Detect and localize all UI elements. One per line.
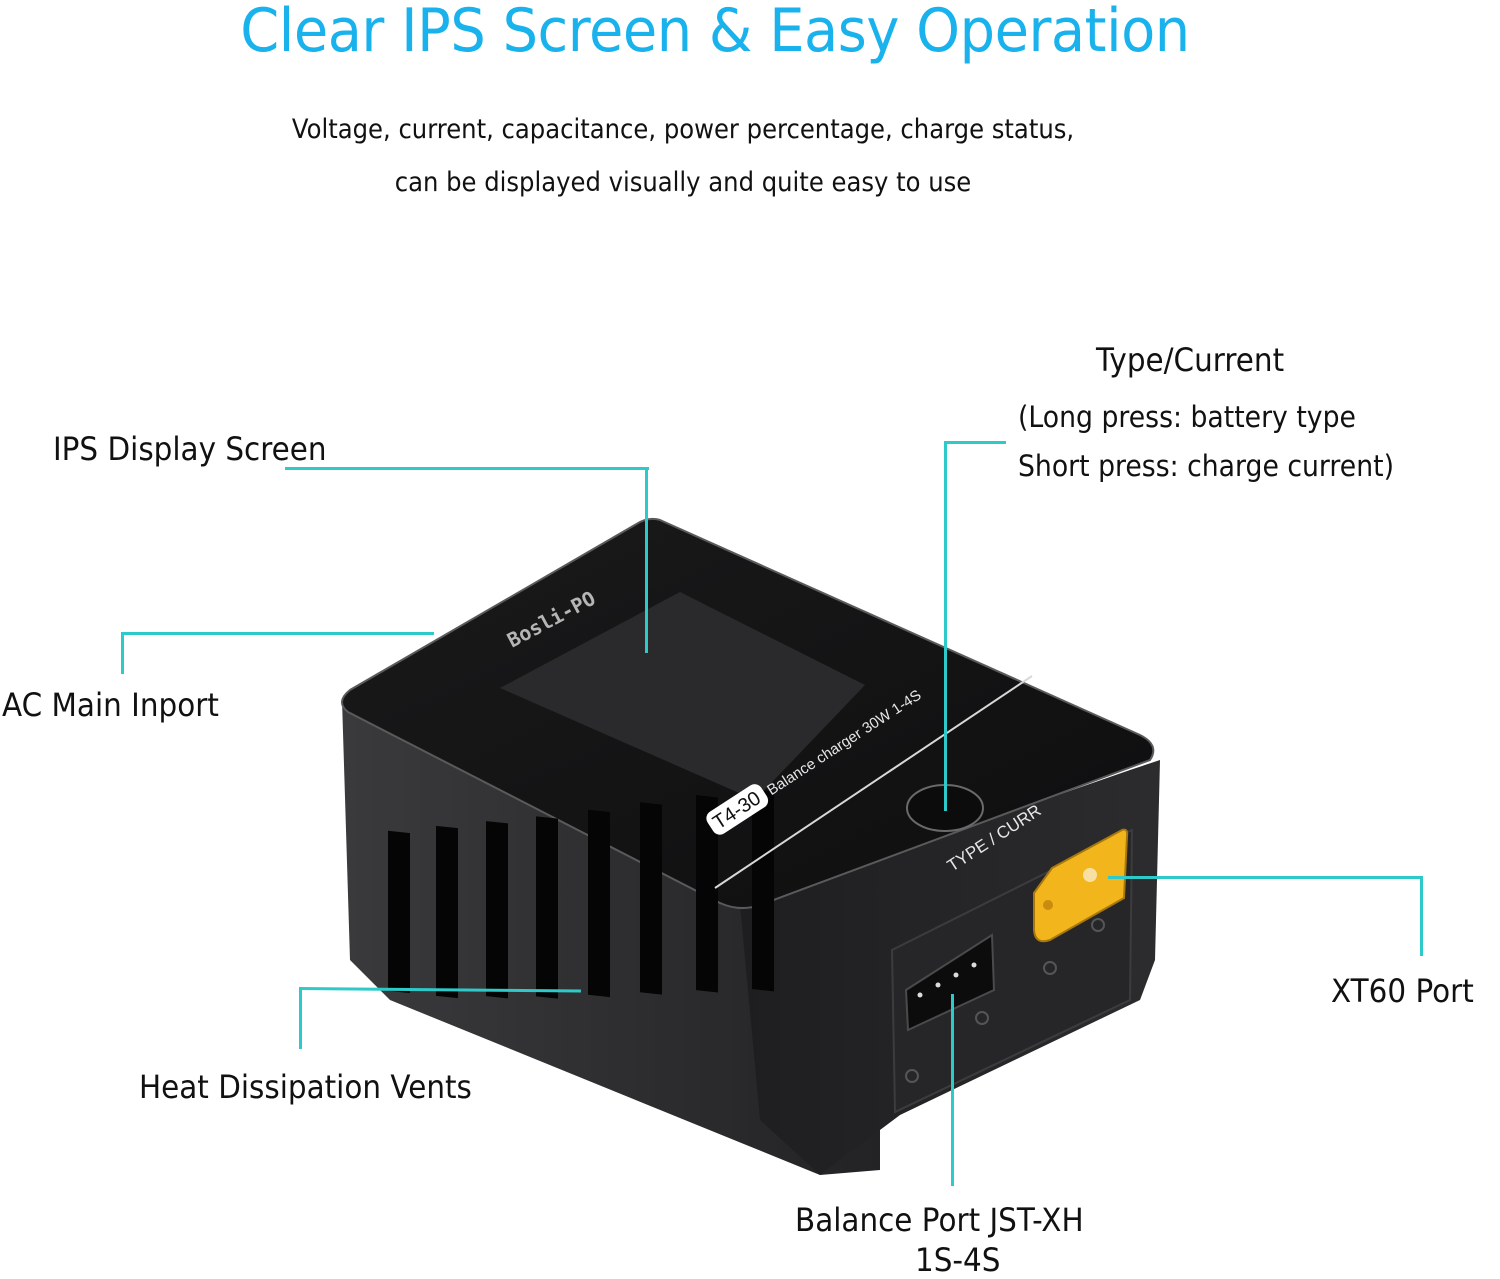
label-xt60-port: XT60 Port: [1331, 972, 1474, 1010]
leader-ac-v: [121, 632, 124, 674]
label-type-current-long: (Long press: battery type: [1018, 400, 1356, 434]
subtitle-line-1: Voltage, current, capacitance, power per…: [291, 114, 1075, 145]
leader-type-h: [944, 441, 1006, 444]
leader-ac-h: [121, 632, 434, 635]
leader-xt60-h: [1108, 876, 1423, 879]
label-ips-display: IPS Display Screen: [53, 430, 327, 468]
xt60-port: [1033, 828, 1129, 943]
page-title: Clear IPS Screen & Easy Operation: [240, 0, 1190, 66]
subtitle-line-2: can be displayed visually and quite easy…: [394, 167, 972, 198]
label-ac-main-inport: AC Main Inport: [2, 686, 219, 724]
leader-vents-v: [299, 987, 302, 1049]
leader-ips-h: [285, 467, 649, 470]
leader-type-v: [944, 441, 947, 811]
label-balance-port: Balance Port JST-XH: [795, 1201, 1084, 1239]
label-balance-range: 1S-4S: [915, 1241, 1001, 1279]
leader-balance-v: [951, 994, 954, 1186]
balance-port: [904, 933, 996, 1032]
device-left-side: [342, 700, 880, 1175]
leader-xt60-v: [1420, 876, 1423, 956]
label-heat-vents: Heat Dissipation Vents: [139, 1068, 472, 1106]
label-type-current-title: Type/Current: [1096, 341, 1285, 379]
leader-ips-v: [645, 467, 648, 653]
model-badge-bg: [706, 784, 769, 835]
ips-screen: [500, 592, 865, 800]
heat-vents: [388, 789, 774, 999]
label-type-current-short: Short press: charge current): [1018, 449, 1395, 483]
